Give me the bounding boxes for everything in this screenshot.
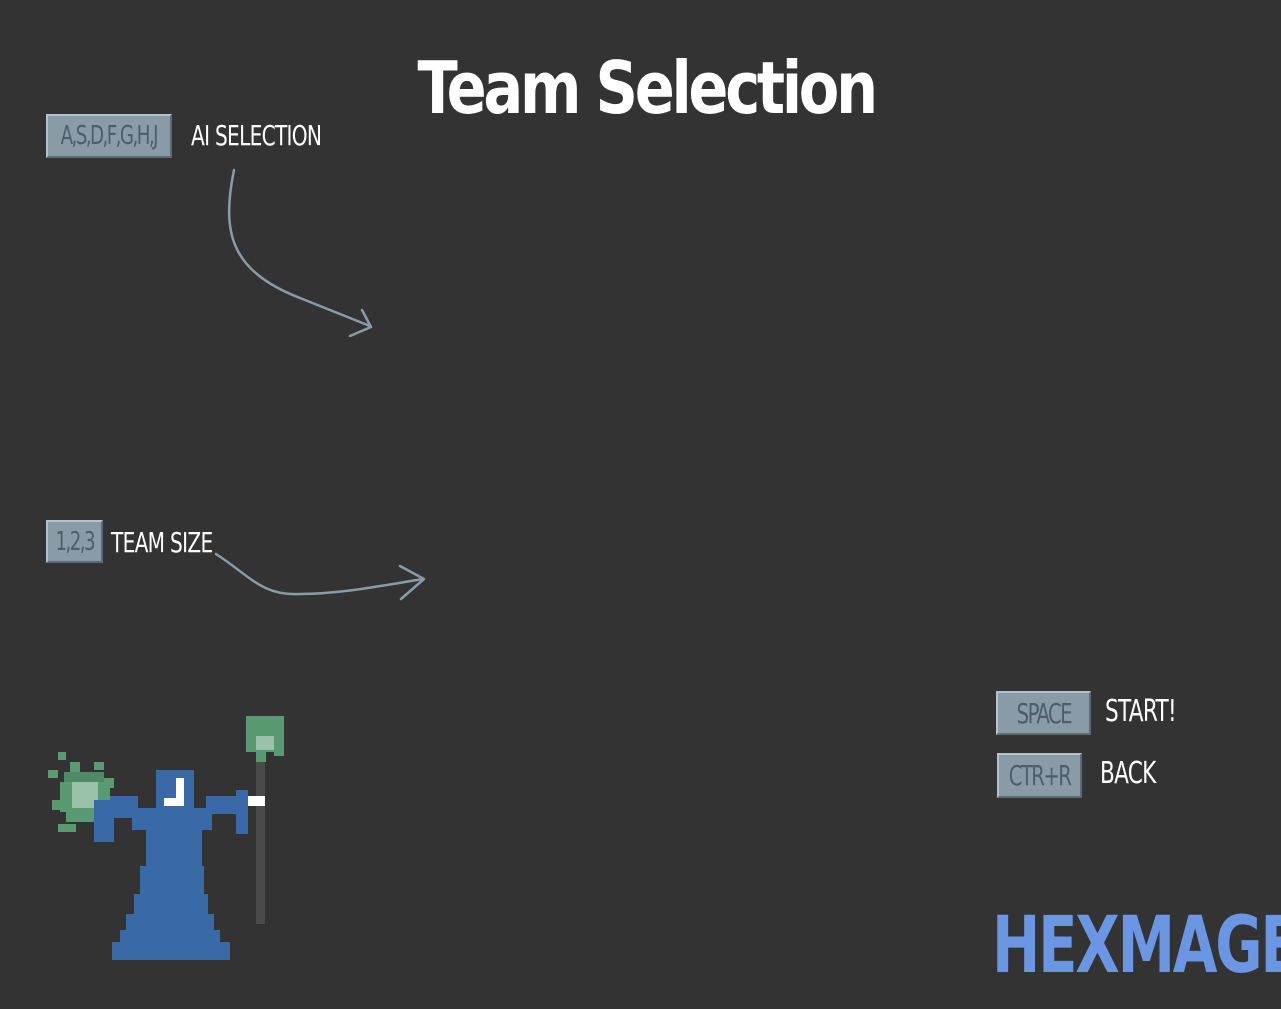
back-label: BACK [1100, 756, 1156, 791]
team-size-label: TEAM SIZE [111, 526, 213, 559]
page-title: Team Selection [417, 46, 878, 130]
start-key[interactable]: SPACE [996, 691, 1091, 735]
team-size-arrow-icon [214, 552, 426, 601]
ai-selection-keys-text: A,S,D,F,G,H,J [60, 121, 159, 151]
wizard-mage-icon [48, 716, 284, 960]
back-key-text: CTR+R [1008, 759, 1072, 792]
brand-logo: HEXMAGE [992, 901, 1281, 991]
team-size-keys[interactable]: 1,2,3 [46, 520, 103, 563]
start-key-text: SPACE [1016, 696, 1072, 730]
team-size-keys-text: 1,2,3 [55, 526, 95, 557]
ai-selection-arrow-icon [227, 168, 373, 338]
ai-selection-label: AI SELECTION [191, 119, 322, 152]
back-key[interactable]: CTR+R [997, 753, 1082, 798]
ai-selection-keys[interactable]: A,S,D,F,G,H,J [46, 114, 172, 158]
start-label: START! [1105, 694, 1177, 729]
